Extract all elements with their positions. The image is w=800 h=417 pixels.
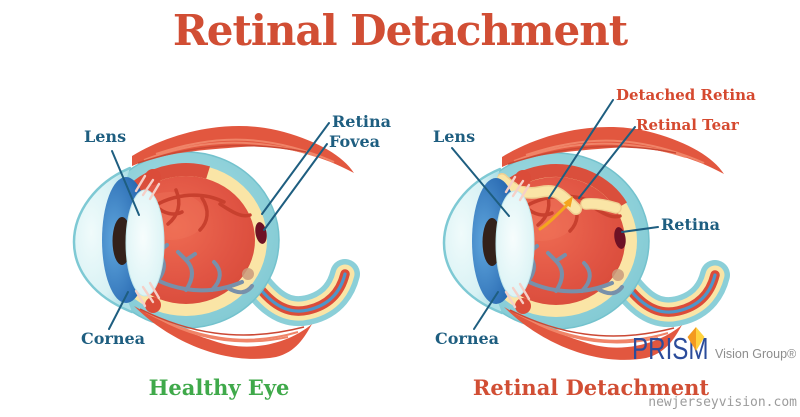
leader-line-detached-retina [548, 99, 614, 199]
leader-line-lens-right [451, 147, 510, 217]
leader-line-cornea-right [473, 291, 499, 330]
prism-vision-group-logo: PRISM Vision Group® [632, 327, 800, 367]
leader-lines [108, 99, 659, 330]
leader-line-lens-left [111, 150, 140, 216]
label-detached-retina: Detached Retina [616, 86, 756, 104]
leader-line-retina-right [621, 226, 659, 233]
page-title: Retinal Detachment [172, 6, 628, 55]
label-fovea-left: Fovea [329, 132, 380, 151]
caption-retinal-detachment: Retinal Detachment [472, 375, 710, 400]
prism-diamond-icon [687, 327, 705, 351]
label-cornea-right: Cornea [435, 329, 500, 348]
healthy-eye-illustration [72, 124, 354, 360]
watermark: newjerseyvision.com [648, 395, 797, 410]
leader-line-fovea-left [263, 143, 328, 231]
leader-line-retina-left [261, 122, 330, 215]
label-retina-left: Retina [332, 112, 391, 131]
retinal-tear-arrow [538, 196, 573, 231]
leader-line-retinal-tear [578, 126, 636, 199]
retina-stub [581, 199, 621, 213]
label-retinal-tear: Retinal Tear [636, 116, 739, 134]
caption-healthy-eye: Healthy Eye [148, 375, 290, 400]
label-lens-left: Lens [84, 127, 127, 146]
fovea [255, 222, 267, 244]
label-retina-right: Retina [661, 215, 720, 234]
leader-line-cornea-left [108, 291, 129, 330]
detached-eye-illustration [442, 125, 724, 361]
prism-logo-suffix: Vision Group® [715, 347, 797, 361]
label-cornea-left: Cornea [81, 329, 146, 348]
label-lens-right: Lens [433, 127, 476, 146]
